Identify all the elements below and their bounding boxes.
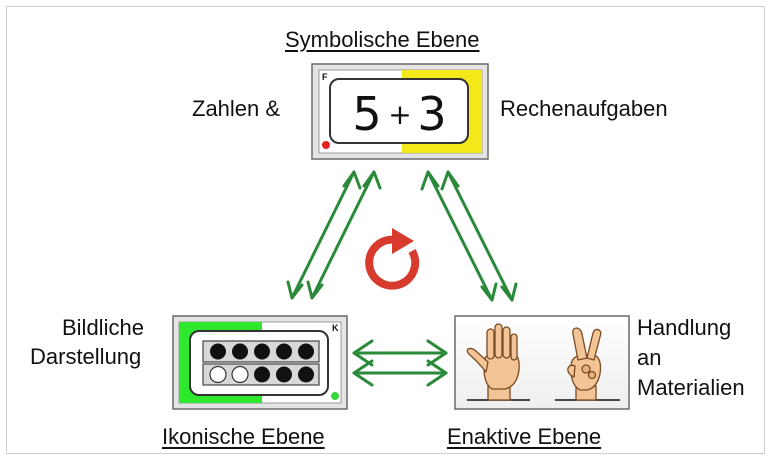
dot: [254, 343, 270, 360]
equation-number-a: 5: [352, 87, 381, 141]
enactive-right-label-line2: an: [637, 345, 662, 370]
dot-field: [202, 340, 320, 386]
enactive-right-label-line3: Materialien: [637, 375, 745, 400]
arrow-symbolic-enactive: [420, 170, 518, 302]
iconic-level-title: Ikonische Ebene: [162, 424, 325, 449]
enactive-right-label-line1: Handlung: [637, 315, 732, 340]
symbolic-card-red-dot: [322, 141, 330, 149]
open-hand-icon: [466, 323, 520, 401]
dot: [232, 343, 248, 360]
symbolic-right-label: Rechenaufgaben: [500, 96, 668, 121]
equation-number-b: 3: [417, 87, 446, 141]
enactive-level-title: Enaktive Ebene: [447, 424, 602, 449]
dot: [276, 343, 292, 360]
dot: [210, 343, 226, 360]
iconic-card-green-dot: [331, 392, 339, 400]
symbolic-card-tag: F: [322, 72, 328, 82]
enactive-card: [454, 315, 630, 410]
dot: [254, 366, 270, 383]
iconic-card: K: [172, 315, 348, 410]
iconic-left-label-line1: Bildliche: [62, 315, 144, 340]
dot: [298, 343, 314, 360]
symbolic-card: F 5 + 3: [311, 63, 489, 160]
dot: [298, 366, 314, 383]
dot: [276, 366, 292, 383]
symbolic-left-label: Zahlen &: [192, 96, 281, 121]
arrow-iconic-enactive: [352, 339, 448, 387]
iconic-card-tag: K: [332, 323, 339, 333]
symbolic-level-title: Symbolische Ebene: [285, 27, 480, 52]
dot: [209, 365, 227, 384]
arrow-symbolic-iconic: [286, 170, 382, 300]
iconic-left-label-line2: Darstellung: [30, 344, 142, 369]
two-fingers-hand-icon: [567, 327, 602, 401]
outer-frame: [6, 6, 765, 454]
equation-operator: +: [388, 98, 411, 131]
cycle-arrow-icon: [365, 228, 420, 290]
dot: [231, 365, 249, 384]
